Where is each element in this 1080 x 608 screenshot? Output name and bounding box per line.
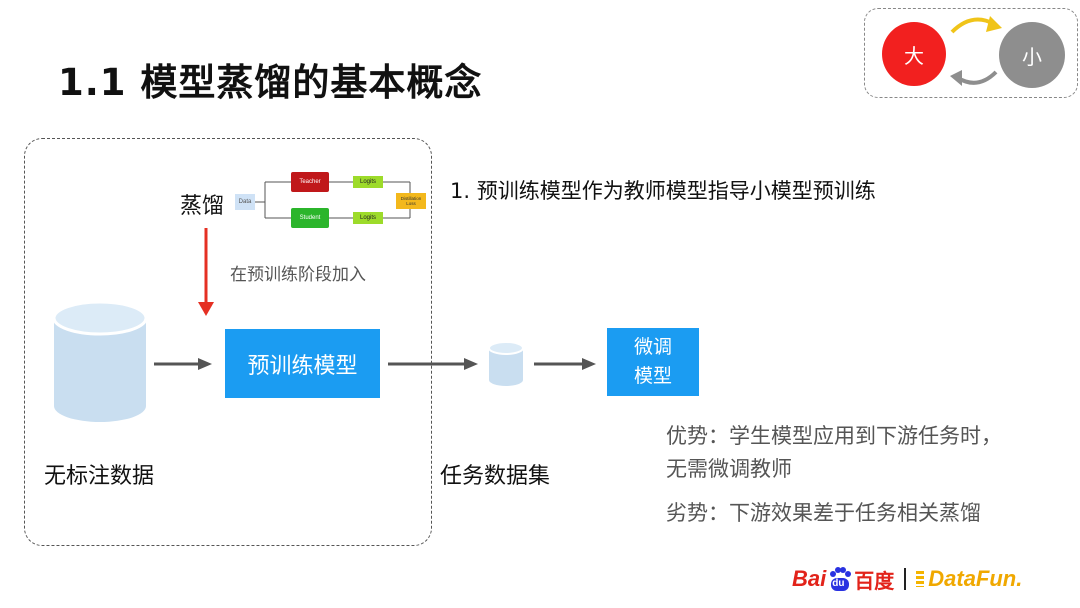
distill-label: 蒸馏 xyxy=(180,194,225,219)
cycle-arrows-icon xyxy=(950,16,1002,86)
mini-logits-student: Logits xyxy=(353,212,383,224)
task-dataset-cylinder-icon xyxy=(488,341,524,386)
paw-shape-icon xyxy=(830,567,852,591)
finetune-line2: 模型 xyxy=(633,365,672,387)
task-dataset-label: 任务数据集 xyxy=(440,464,551,489)
pros-line-1: 优势：学生模型应用到下游任务时， xyxy=(666,424,1002,448)
baidu-logo-text: Bai xyxy=(792,566,827,591)
du-text: du xyxy=(832,578,845,589)
mini-distillation-loss: Distillation Loss xyxy=(396,193,426,209)
mini-diagram-connectors xyxy=(255,181,411,219)
large-model-circle: 大 xyxy=(882,22,946,86)
mini-teacher-node: Teacher xyxy=(291,172,329,192)
distillation-mini-diagram: Data Teacher Student Logits Logits Disti… xyxy=(235,168,430,233)
datafun-logo-text: DataFun. xyxy=(928,566,1023,591)
page-title: 1.1 模型蒸馏的基本概念 xyxy=(58,61,483,104)
size-badge xyxy=(864,8,1078,98)
pretraining-region xyxy=(24,138,432,546)
small-model-circle: 小 xyxy=(999,22,1065,88)
pretrain-stage-label: 在预训练阶段加入 xyxy=(230,265,366,285)
point-1-text: 1. 预训练模型作为教师模型指导小模型预训练 xyxy=(450,179,876,203)
finetune-line1: 微调 xyxy=(633,336,672,358)
finetune-model-box: 微调 模型 xyxy=(607,328,699,396)
red-down-arrow-icon xyxy=(198,228,214,316)
pretrained-model-box: 预训练模型 xyxy=(225,329,380,398)
logo-divider xyxy=(904,568,907,590)
datafun-dots-icon xyxy=(916,571,925,587)
cons-line: 劣势：下游效果差于任务相关蒸馏 xyxy=(666,501,981,525)
mini-data-node: Data xyxy=(235,194,255,210)
unlabeled-data-label: 无标注数据 xyxy=(44,464,155,489)
arrow-right-icon xyxy=(534,358,596,370)
baidu-cn-text: 百度 xyxy=(854,570,895,593)
arrow-right-icon xyxy=(388,358,478,370)
mini-student-node: Student xyxy=(291,208,329,228)
baidu-paw-icon: du xyxy=(827,566,853,592)
pros-line-2: 无需微调教师 xyxy=(666,457,792,481)
footer-logos: Bai du 百度 DataFun. xyxy=(792,564,1022,594)
arrow-right-icon xyxy=(154,358,212,370)
unlabeled-data-cylinder-icon xyxy=(52,300,148,422)
mini-logits-teacher: Logits xyxy=(353,176,383,188)
